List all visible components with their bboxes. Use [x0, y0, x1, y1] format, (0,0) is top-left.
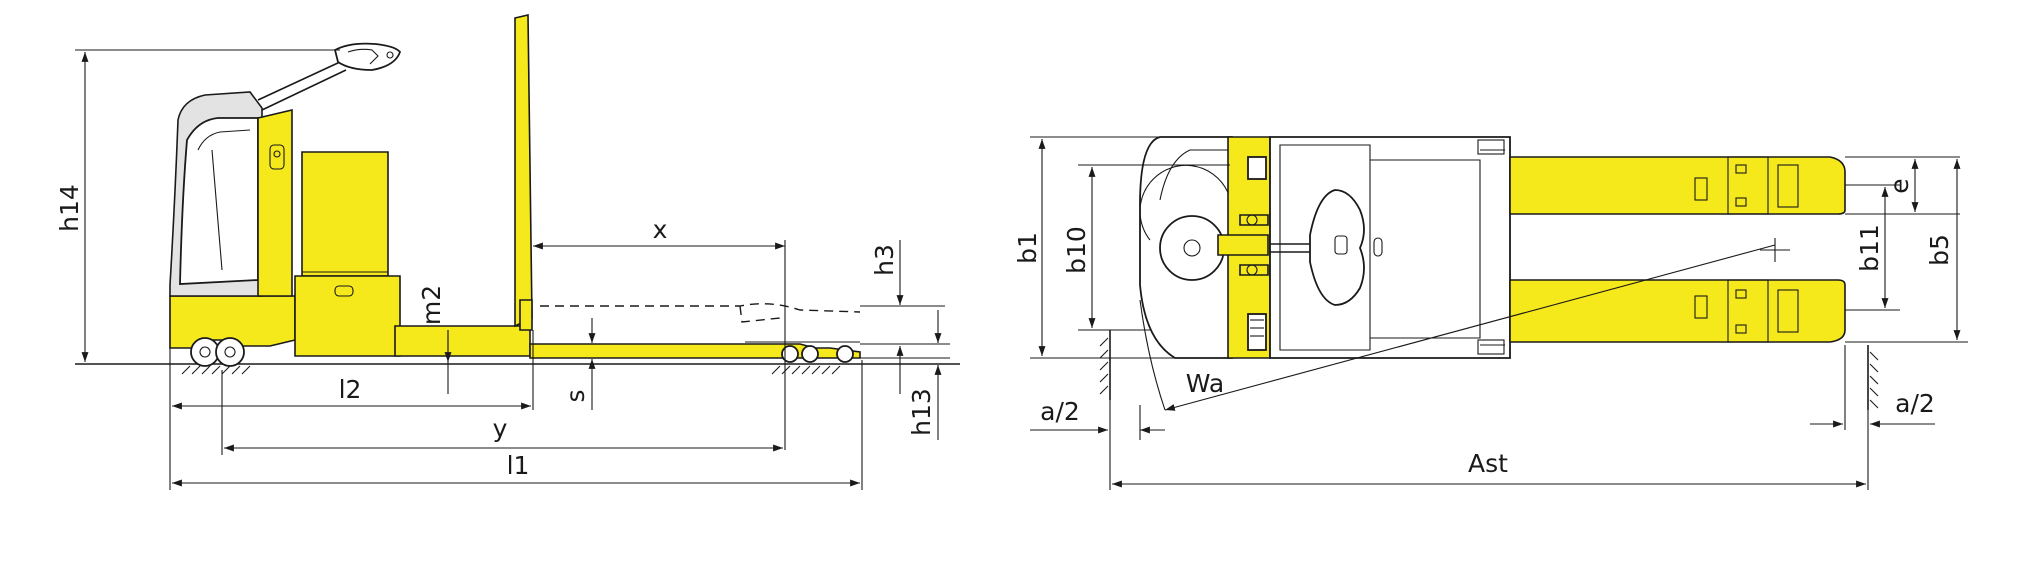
top-view: Wa b1 b10 a/2 a/2: [1013, 136, 1968, 490]
dimension-ast: Ast: [1109, 400, 1869, 490]
dimension-y: y: [221, 370, 783, 455]
dimension-a2-right: a/2: [1810, 345, 1935, 430]
label-x: x: [653, 215, 668, 244]
dimension-b5: b5: [1845, 159, 1968, 343]
dimension-b1: b1: [1013, 136, 1228, 359]
side-view: h14 m2 x h3 s h13: [55, 13, 960, 490]
dimension-h13: h13: [860, 310, 950, 440]
dimension-e: e: [1845, 156, 1960, 215]
dimension-s: s: [561, 318, 596, 410]
centre-mark: [1760, 238, 1790, 262]
label-a2-right: a/2: [1895, 389, 1935, 418]
label-b5: b5: [1925, 234, 1954, 266]
label-b11: b11: [1855, 224, 1884, 272]
dimension-b11: b11: [1845, 184, 1900, 311]
label-b1: b1: [1013, 232, 1042, 264]
label-h14: h14: [55, 184, 84, 232]
truck-top-body: [1139, 136, 1511, 359]
dimension-wa: Wa: [1139, 244, 1776, 411]
label-m2: m2: [417, 285, 446, 325]
dimension-h3: h3: [860, 240, 945, 394]
label-h3: h3: [870, 244, 899, 276]
dimension-l1: l1: [172, 360, 863, 490]
dimension-h14: h14: [55, 49, 340, 362]
label-ast: Ast: [1468, 449, 1508, 478]
dimension-l2: l2: [169, 300, 534, 490]
label-e: e: [1885, 178, 1914, 193]
truck-chassis: [169, 13, 861, 359]
label-wa: Wa: [1186, 369, 1224, 398]
label-l2: l2: [339, 375, 362, 404]
dimension-m2: m2: [417, 285, 452, 394]
aisle-wall-right: [1867, 345, 1879, 410]
label-a2-left: a/2: [1040, 397, 1080, 426]
dimension-b10: b10: [1062, 164, 1230, 331]
label-h13: h13: [907, 388, 936, 436]
label-s: s: [561, 389, 590, 402]
dimension-x: x: [533, 215, 786, 450]
label-l1: l1: [507, 451, 530, 480]
label-b10: b10: [1062, 226, 1091, 274]
aisle-wall-left: [1099, 330, 1111, 400]
tiller-handle: [257, 42, 402, 111]
forks-top: [1509, 156, 1846, 343]
wheels: [190, 337, 854, 367]
dimension-a2-left: a/2: [1030, 397, 1165, 440]
label-y: y: [493, 414, 508, 443]
